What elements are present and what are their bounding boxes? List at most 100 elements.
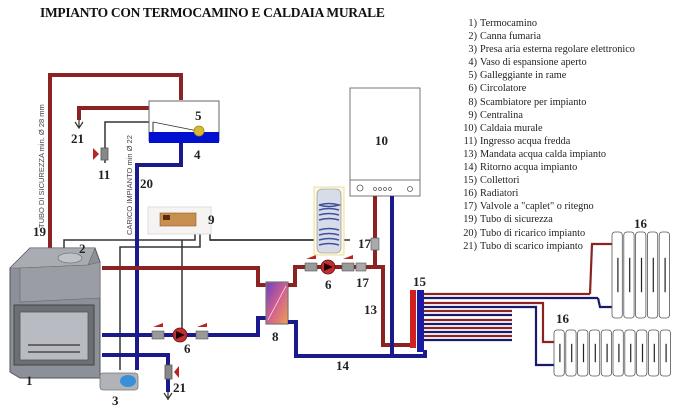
legend-item-text: Termocamino [480,18,538,29]
radiator-section [577,329,589,377]
label-6-bottom: 6 [184,341,191,356]
legend-item-number: 11) [463,135,477,147]
legend-item-number: 4) [468,57,477,69]
label-6-top: 6 [325,277,332,292]
radiator-section [658,231,670,319]
label-21-top: 21 [71,131,84,146]
legend-item-text: Collettori [480,175,520,187]
radiator-section [647,231,659,319]
label-3: 3 [112,393,119,408]
radiator-section [659,329,671,377]
legend-item-text: Ingresso acqua fredda [480,135,571,147]
legend-item-number: 3) [468,44,477,56]
label-8: 8 [272,329,279,344]
radiator-section [565,329,577,377]
label-16-top: 16 [634,216,648,231]
radiator-bottom-supply [536,301,554,344]
legend-item: 4)Vaso di espansione aperto [453,56,635,69]
radiator-16-bottom [553,329,671,377]
flue-2 [57,252,83,264]
legend-item-text: Tubo di sicurezza [480,214,553,226]
legend-item-text: Scambiatore per impianto [480,96,587,108]
valve-21 [164,364,179,380]
legend-item-text: Circolatore [480,83,527,95]
label-9: 9 [208,212,215,227]
radiator-section [635,231,647,319]
radiator-section [623,231,635,319]
legend-item: 2)Canna fumaria [453,30,635,43]
legend-item: 13)Mandata acqua calda impianto [453,148,635,161]
legend-item-text: Vaso di espansione aperto [480,57,587,69]
radiator-section [624,329,636,377]
radiator-bottom-return [532,305,554,367]
legend-item-number: 8) [468,96,477,108]
wire-chimney-to-control [63,232,196,248]
legend-item: 9)Centralina [453,109,635,122]
valve-11 [93,147,109,161]
legend-item-text: Canna fumaria [480,31,541,43]
safety-pipe-19 [48,73,183,250]
legend-item-text: Presa aria esterna regolare elettronico [480,44,635,56]
label-17-vertical: 17 [358,236,372,251]
legend-item-number: 5) [468,70,477,82]
legend-item-text: Radiatori [480,188,519,200]
label-16-bottom: 16 [556,311,570,326]
drain-pipe-21-top [77,106,150,120]
wire-boiler [209,232,320,241]
legend-item: 19)Tubo di sicurezza [453,213,635,226]
label-5: 5 [195,108,202,123]
label-15: 15 [413,274,427,289]
legend-item-text: Tubo di scarico impianto [480,240,583,252]
expansion-tank-4 [148,100,220,143]
legend-item-text: Mandata acqua calda impianto [480,148,607,160]
safety-pipe-label: TUBO DI SICUREZZA min. Ø 28 mm [37,104,46,228]
diagram-title: IMPIANTO CON TERMOCAMINO E CALDAIA MURAL… [40,5,385,20]
label-13: 13 [364,302,378,317]
label-20: 20 [140,176,153,191]
drain-pipe-21-bottom [102,353,170,392]
legend-item: 1)Termocamino [453,17,635,30]
float-5 [193,125,205,137]
label-21-bottom: 21 [173,380,186,395]
label-17: 17 [356,275,370,290]
air-intake-3 [99,372,139,391]
return-pipe-14 [288,320,427,358]
legend-item-number: 21) [463,240,477,252]
legend-item-number: 16) [463,188,477,200]
legend-item-text: Ritorno acqua impianto [480,162,578,174]
legend-item: 16)Radiatori [453,187,635,200]
collector-15 [410,290,598,352]
label-19: 19 [33,224,47,239]
legend-item-number: 9) [468,109,477,121]
legend-item-number: 6) [468,83,477,95]
legend-item-text: Galleggiante in rame [480,70,567,82]
legend-item: 3)Presa aria esterna regolare elettronic… [453,43,635,56]
radiator-section [589,329,601,377]
legend-item: 14)Ritorno acqua impianto [453,161,635,174]
legend-item-number: 2) [468,31,477,43]
legend-item: 15)Collettori [453,174,635,187]
wall-boiler-10 [349,87,421,197]
hot-pipe-fireplace-out [102,266,268,287]
radiator-section [553,329,565,377]
drain-symbol-bottom [163,392,173,401]
radiator-section [612,329,624,377]
radiator-section [611,231,623,319]
legend-item-number: 1) [468,18,477,29]
legend-item: 20)Tubo di ricarico impianto [453,227,635,240]
heat-exchanger-8 [265,281,289,325]
legend-item-number: 17) [463,201,477,213]
legend-item-number: 14) [463,162,477,174]
legend-item-text: Caldaia murale [480,122,543,134]
legend-item: 21)Tubo di scarico impianto [453,240,635,253]
label-14: 14 [336,358,350,373]
legend-item: 17)Valvole a "caplet" o ritegno [453,200,635,213]
legend-item-number: 19) [463,214,477,226]
label-10: 10 [375,133,388,148]
radiator-top-return [596,297,612,309]
legend-item-text: Valvole a "caplet" o ritegno [480,201,594,213]
check-valve-17 [355,262,367,272]
radiator-section [648,329,660,377]
